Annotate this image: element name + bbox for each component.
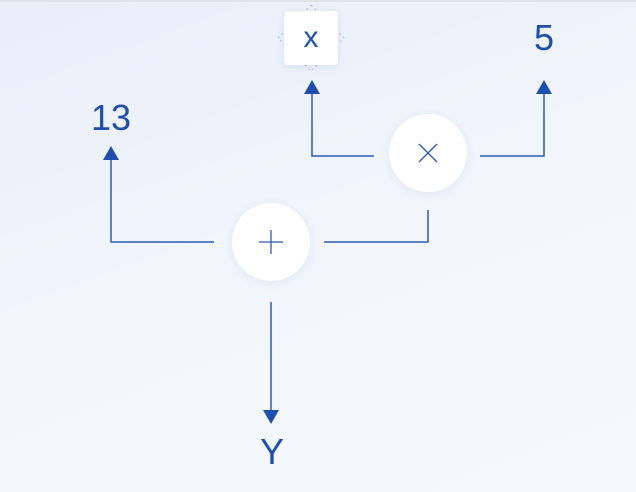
times-icon [418, 143, 438, 163]
operand-13: 13 [90, 97, 132, 138]
wire-plus-to-times [324, 210, 429, 243]
wire-times-to-5 [480, 92, 545, 157]
arrowhead-13 [103, 146, 119, 160]
arrowhead-y [263, 410, 279, 424]
arrowhead-x [304, 80, 320, 94]
operand-5: 5 [533, 17, 555, 58]
plus-icon [259, 230, 283, 254]
multiply-node[interactable] [389, 114, 467, 192]
add-node[interactable] [232, 203, 310, 281]
output-y: Y [259, 431, 284, 472]
wire-plus-to-13 [110, 158, 214, 243]
top-border [0, 0, 636, 2]
arrowhead-5 [536, 80, 552, 94]
wire-times-to-x [311, 92, 374, 157]
variable-x-box[interactable]: x [284, 11, 338, 65]
variable-x-label: x [303, 21, 319, 54]
